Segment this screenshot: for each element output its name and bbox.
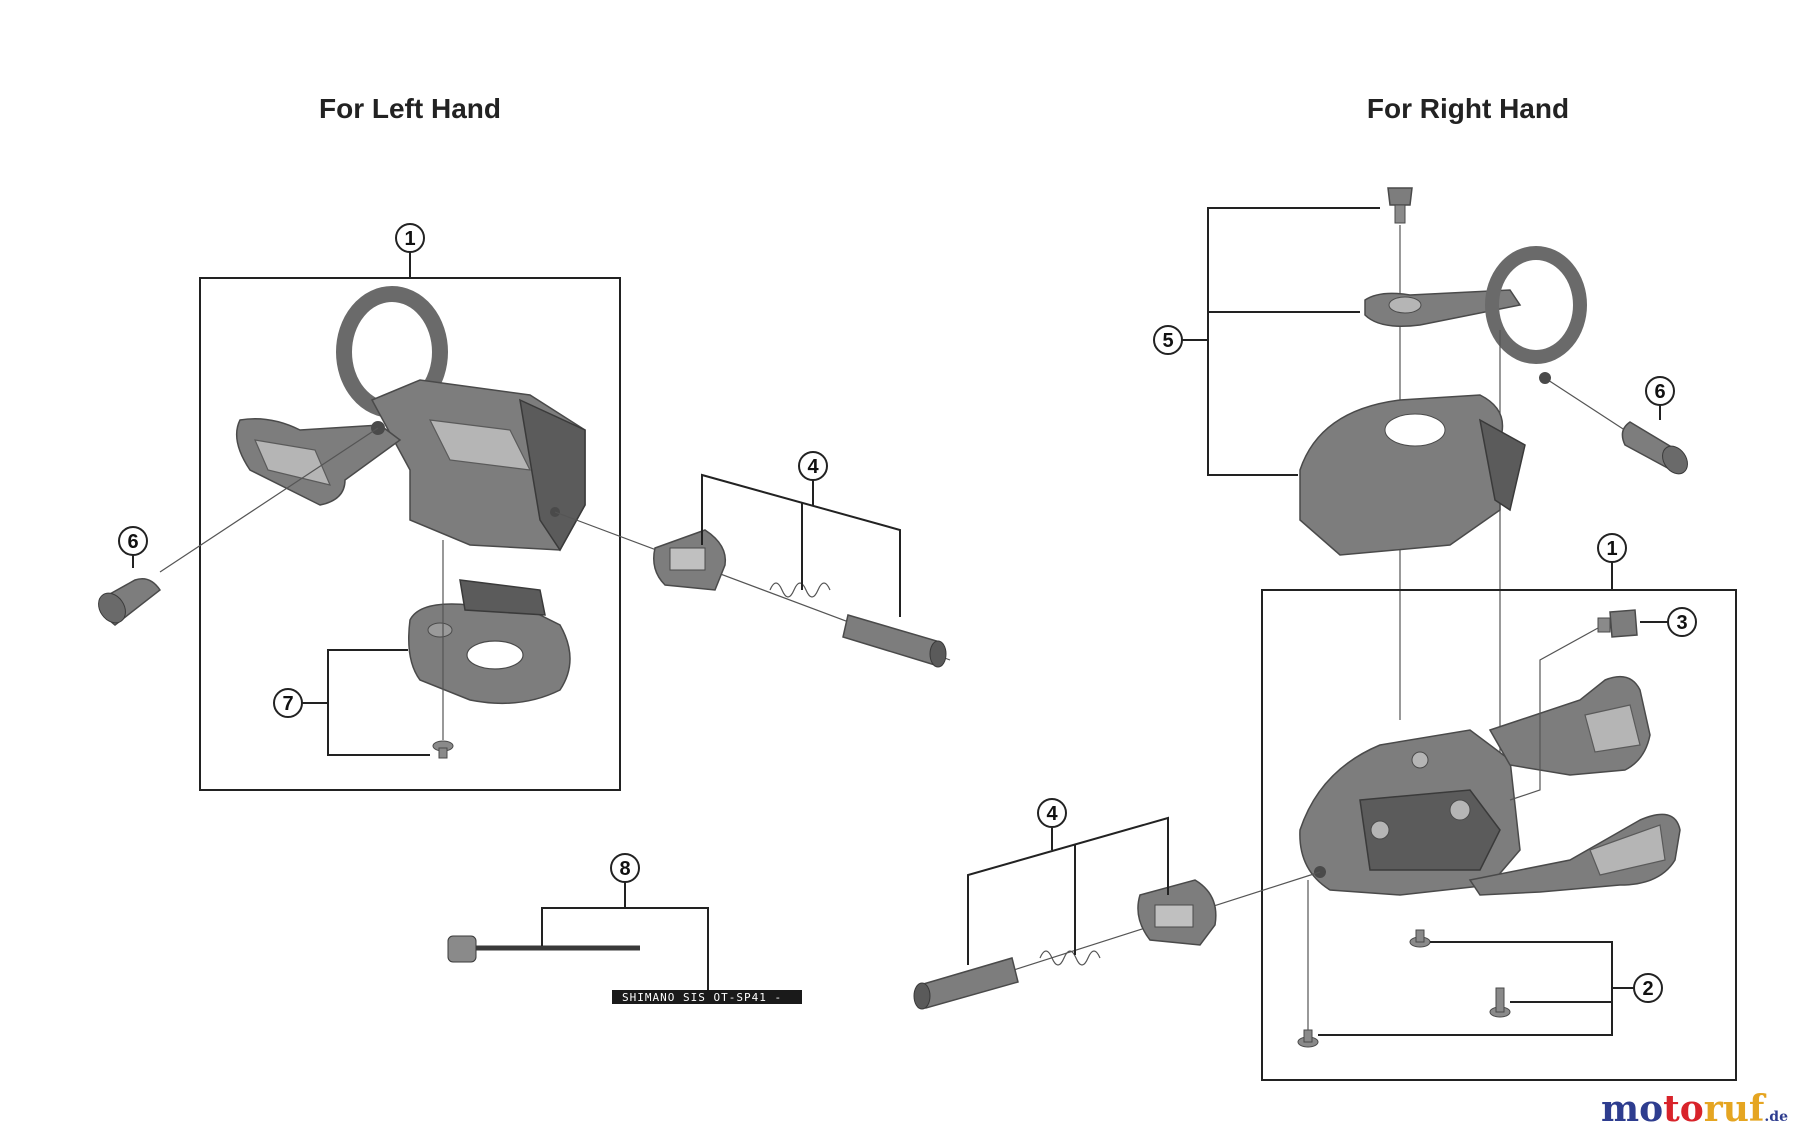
right-screws-2: 2 [1297, 880, 1663, 1048]
callout-right-4: 4 [1046, 803, 1058, 825]
left-clamp-bolt: 6 [98, 427, 379, 626]
callout-right-5: 5 [1162, 330, 1173, 352]
callout-right-2: 2 [1642, 978, 1653, 1000]
right-hand-assembly: 5 6 1 [913, 187, 1737, 1081]
left-hand-assembly: 1 [98, 223, 951, 1004]
cable-tag [612, 990, 802, 1004]
callout-left-4: 4 [807, 456, 819, 478]
svg-text:1: 1 [404, 228, 415, 250]
callout-left-1: 1 [395, 223, 425, 253]
title-left-hand: For Left Hand [319, 93, 501, 124]
callout-left-6: 6 [127, 531, 138, 553]
right-screw-3: 3 [1509, 607, 1697, 801]
inner-cable: SHIMANO SIS OT-SP41 - 8 [447, 853, 802, 1004]
left-small-screw [432, 540, 454, 759]
callout-right-3: 3 [1676, 612, 1687, 634]
right-cover-group: 5 [1153, 187, 1587, 890]
left-adjuster-set: 4 [554, 451, 951, 668]
callout-left-8: 8 [619, 858, 630, 880]
right-clamp-bolt: 6 [1539, 372, 1688, 475]
callout-right-6: 6 [1654, 381, 1665, 403]
right-adjuster-set: 4 [913, 798, 1321, 1010]
left-shifter-body [235, 286, 586, 552]
callout-left-7: 7 [273, 649, 430, 756]
left-indicator-plate [408, 579, 571, 705]
watermark-logo: motoruf.de [1601, 1088, 1788, 1130]
svg-text:7: 7 [282, 693, 293, 715]
right-mechanism-body [1299, 675, 1681, 896]
cable-tag-label: SHIMANO SIS OT-SP41 - [622, 991, 782, 1004]
right-assembly-box [1261, 589, 1737, 1081]
svg-text:1: 1 [1606, 538, 1617, 560]
callout-right-1: 1 [1597, 533, 1627, 563]
title-right-hand: For Right Hand [1367, 93, 1569, 124]
